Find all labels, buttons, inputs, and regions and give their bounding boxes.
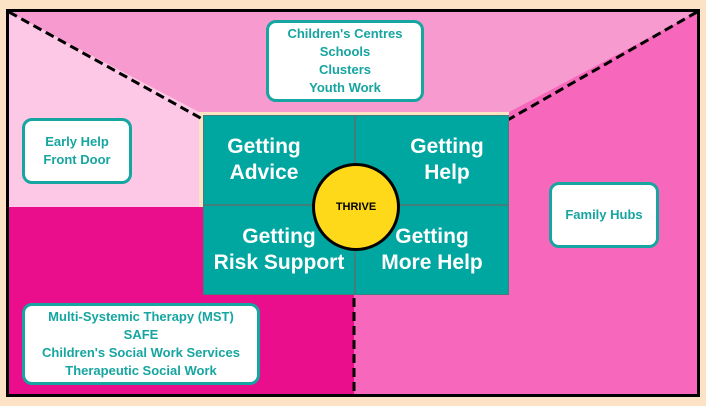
thrive-label: THRIVE bbox=[335, 201, 377, 213]
quadrant-label: Getting Risk Support bbox=[213, 225, 345, 274]
service-card-early-help: Early Help Front Door bbox=[22, 118, 132, 184]
quadrant-getting-help: Getting Help bbox=[355, 115, 509, 205]
service-card-universal: Children's Centres Schools Clusters Yout… bbox=[266, 20, 424, 102]
quadrant-label: Getting Help bbox=[410, 135, 484, 184]
service-card-specialist: Multi-Systemic Therapy (MST) SAFE Childr… bbox=[22, 303, 260, 385]
diagram-frame: Getting Advice Getting Help Getting Risk… bbox=[6, 9, 700, 397]
quadrant-label: Getting More Help bbox=[381, 225, 483, 274]
service-card-family-hubs: Family Hubs bbox=[549, 182, 659, 248]
region-getting-more-help-zone bbox=[354, 12, 697, 394]
thrive-centre-circle: THRIVE bbox=[312, 163, 400, 251]
quadrant-label: Getting Advice bbox=[227, 135, 301, 184]
